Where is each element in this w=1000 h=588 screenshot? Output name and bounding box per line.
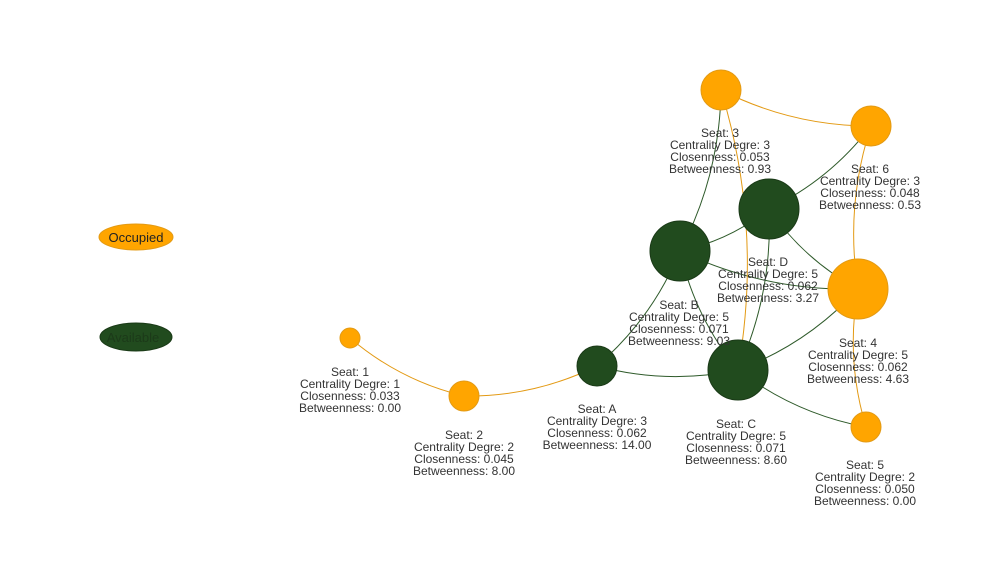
seat-label-1-line-1: Centrality Degre: 1 (300, 377, 400, 391)
seat-label-2-line-2: Closenness: 0.045 (414, 452, 514, 466)
seat-label-B-line-3: Betweenness: 9.03 (628, 334, 730, 348)
seat-label-3-line-2: Closenness: 0.053 (670, 150, 770, 164)
seat-label-4-line-2: Closenness: 0.062 (808, 360, 908, 374)
nodes (339, 69, 892, 443)
seat-node-2[interactable] (448, 380, 480, 412)
seat-label-4-line-1: Centrality Degre: 5 (808, 348, 908, 362)
seat-label-6-line-1: Centrality Degre: 3 (820, 174, 920, 188)
seat-label-B-line-0: Seat: B (659, 298, 698, 312)
legend-label-occupied: Occupied (109, 230, 164, 245)
seat-node-4[interactable] (827, 258, 889, 320)
seat-label-D-line-0: Seat: D (748, 255, 788, 269)
seat-label-B-line-1: Centrality Degre: 5 (629, 310, 729, 324)
seat-node-A[interactable] (576, 345, 618, 387)
seat-node-1[interactable] (339, 327, 361, 349)
seat-label-5-line-0: Seat: 5 (846, 458, 884, 472)
seat-label-1-line-2: Closenness: 0.033 (300, 389, 400, 403)
seat-label-B-line-2: Closenness: 0.071 (629, 322, 729, 336)
seat-label-5-line-2: Closenness: 0.050 (815, 482, 915, 496)
seat-label-4-line-0: Seat: 4 (839, 336, 877, 350)
seat-label-6-line-0: Seat: 6 (851, 162, 889, 176)
seat-label-C-line-1: Centrality Degre: 5 (686, 429, 786, 443)
seat-node-D[interactable] (738, 178, 800, 240)
seat-label-4-line-3: Betweenness: 4.63 (807, 372, 909, 386)
legend-item-occupied[interactable]: Occupied (98, 223, 174, 251)
legend-swatch-occupied (98, 223, 174, 251)
seat-label-1-line-0: Seat: 1 (331, 365, 369, 379)
seat-label-D-line-2: Closenness: 0.062 (718, 279, 818, 293)
seat-label-A-line-2: Closenness: 0.062 (547, 426, 647, 440)
seat-label-1-line-3: Betweenness: 0.00 (299, 401, 401, 415)
seat-label-5-line-1: Centrality Degre: 2 (815, 470, 915, 484)
seat-node-3[interactable] (700, 69, 742, 111)
edge-3-6 (720, 89, 872, 127)
seat-label-D-line-3: Betweenness: 3.27 (717, 291, 819, 305)
seat-label-C-line-3: Betweenness: 8.60 (685, 453, 787, 467)
seat-label-A-line-1: Centrality Degre: 3 (547, 414, 647, 428)
legend-swatch-available (99, 322, 173, 352)
seat-label-3-line-3: Betweenness: 0.93 (669, 162, 771, 176)
seat-node-5[interactable] (850, 411, 882, 443)
seat-label-2-line-1: Centrality Degre: 2 (414, 440, 514, 454)
seat-label-3-line-0: Seat: 3 (701, 126, 739, 140)
legend-label-available: Available (107, 330, 160, 345)
seat-label-C-line-2: Closenness: 0.071 (686, 441, 786, 455)
seat-label-D-line-1: Centrality Degre: 5 (718, 267, 818, 281)
legend-item-available[interactable]: Available (99, 322, 173, 352)
seat-node-6[interactable] (850, 105, 892, 147)
seat-label-6-line-3: Betweenness: 0.53 (819, 198, 921, 212)
seat-label-A-line-0: Seat: A (578, 402, 617, 416)
seat-label-2-line-3: Betweenness: 8.00 (413, 464, 515, 478)
seat-label-3-line-1: Centrality Degre: 3 (670, 138, 770, 152)
legend: Occupied Available (98, 223, 174, 352)
seat-label-6-line-2: Closenness: 0.048 (820, 186, 920, 200)
seat-label-2-line-0: Seat: 2 (445, 428, 483, 442)
seat-label-5-line-3: Betweenness: 0.00 (814, 494, 916, 508)
seat-node-C[interactable] (707, 339, 769, 401)
seat-label-A-line-3: Betweenness: 14.00 (543, 438, 652, 452)
seat-node-B[interactable] (649, 220, 711, 282)
seat-label-C-line-0: Seat: C (716, 417, 756, 431)
